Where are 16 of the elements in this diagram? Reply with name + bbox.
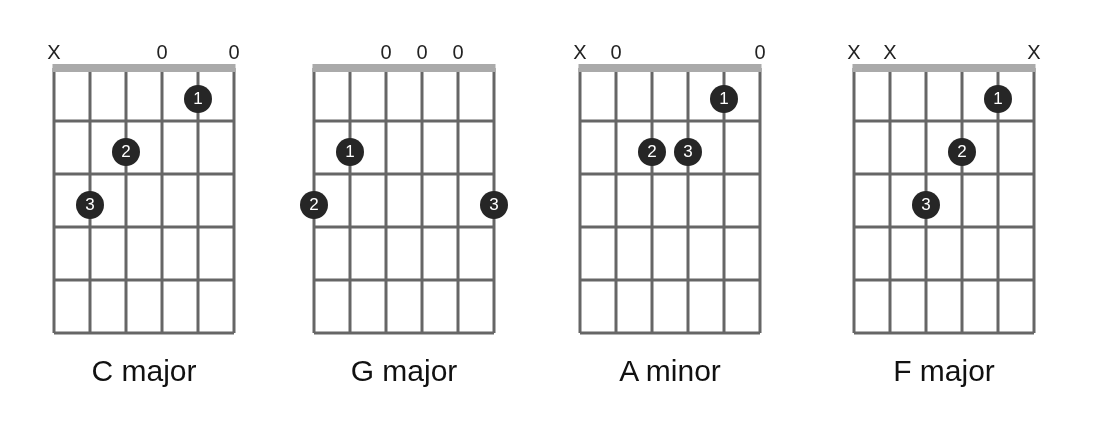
open-string-mark: 0	[228, 40, 240, 64]
open-string-mark: 0	[754, 40, 766, 64]
chord-name: F major	[892, 354, 996, 388]
open-string-mark: 0	[416, 40, 428, 64]
open-string-mark: 0	[156, 40, 168, 64]
muted-string-mark: X	[573, 40, 587, 64]
open-string-mark: 0	[610, 40, 622, 64]
muted-string-mark: X	[883, 40, 897, 64]
muted-string-mark: X	[847, 40, 861, 64]
muted-string-mark: X	[47, 40, 61, 64]
chord-name: G major	[349, 354, 459, 388]
open-string-mark: 0	[380, 40, 392, 64]
open-string-mark: 0	[452, 40, 464, 64]
muted-string-mark: X	[1027, 40, 1041, 64]
chord-name: C major	[90, 354, 198, 388]
chord-name: A minor	[618, 354, 722, 388]
